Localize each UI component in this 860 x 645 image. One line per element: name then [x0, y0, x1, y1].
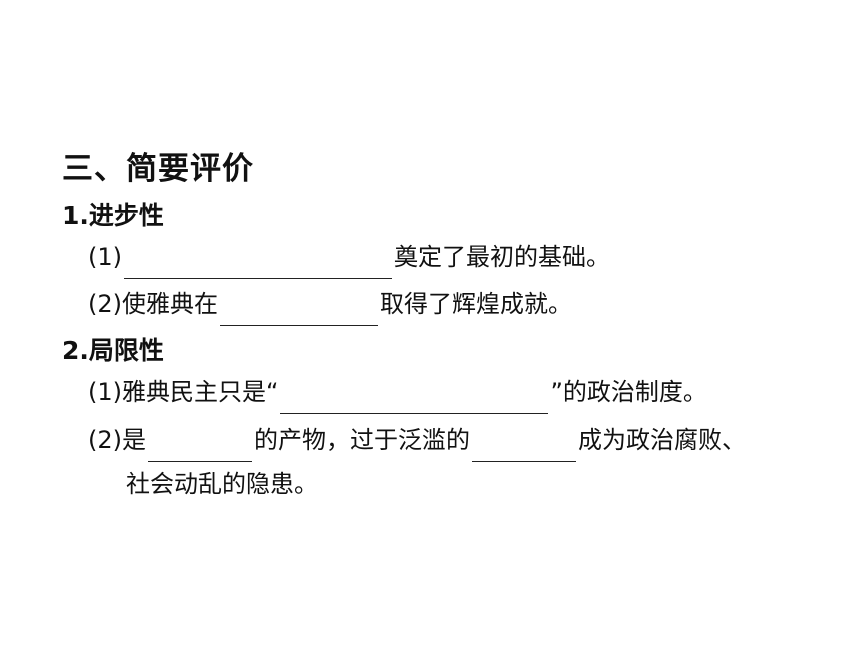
item-text: 成为政治腐败、	[578, 426, 746, 454]
progress-heading: 1.进步性	[62, 201, 164, 230]
fill-blank[interactable]	[124, 248, 392, 279]
item-text: 是	[122, 426, 146, 454]
fill-blank[interactable]	[280, 383, 549, 414]
item-number: (2)	[88, 426, 122, 454]
item-text: 使雅典在	[122, 290, 218, 318]
progress-item-2: (2)使雅典在 取得了辉煌成就。	[88, 282, 572, 326]
item-number: (1)	[88, 378, 122, 406]
limitation-item-1: (1)雅典民主只是“ ”的政治制度。	[88, 370, 707, 414]
section-title: 三、简要评价	[62, 151, 254, 187]
limitation-heading: 2.局限性	[62, 336, 164, 365]
item-text: 奠定了最初的基础。	[394, 243, 610, 271]
limitation-item-2-continuation: 社会动乱的隐患。	[126, 470, 318, 498]
fill-blank[interactable]	[220, 295, 378, 326]
item-text: 的产物，过于泛滥的	[254, 426, 470, 454]
limitation-item-2: (2)是 的产物，过于泛滥的 成为政治腐败、	[88, 418, 746, 462]
item-text: 雅典民主只是“	[122, 378, 279, 406]
item-text: 取得了辉煌成就。	[380, 290, 572, 318]
progress-item-1: (1) 奠定了最初的基础。	[88, 235, 610, 279]
fill-blank[interactable]	[472, 431, 576, 462]
item-number: (1)	[88, 243, 122, 271]
item-number: (2)	[88, 290, 122, 318]
item-text: ”的政治制度。	[550, 378, 707, 406]
fill-blank[interactable]	[148, 431, 252, 462]
